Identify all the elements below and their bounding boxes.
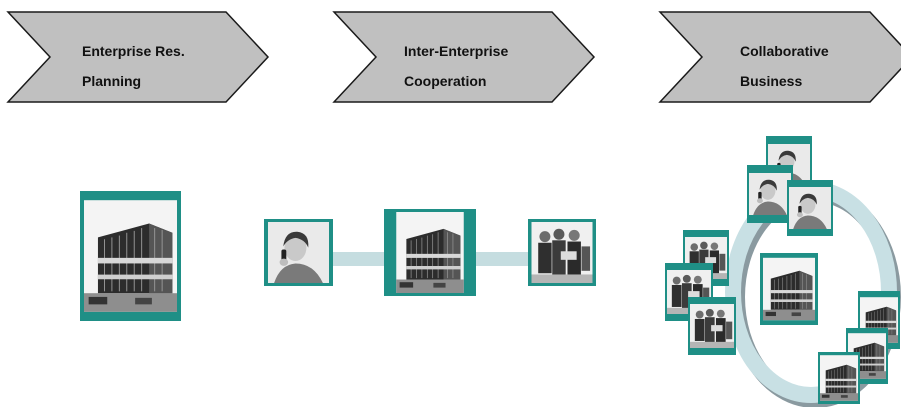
building-photo-icon [80, 191, 181, 321]
building-photo-icon [384, 209, 476, 296]
business-people-group-photo-icon [528, 219, 596, 286]
stage-label-line1: Inter-Enterprise [404, 43, 509, 59]
building-photo-icon [818, 352, 860, 404]
stage-label-line2: Cooperation [404, 73, 487, 89]
stage-label-collaborative: Collaborative Business [740, 43, 829, 90]
person-on-phone-photo-icon [264, 219, 333, 286]
chevron-stage-collaborative [658, 11, 901, 103]
business-people-group-photo-icon [688, 297, 736, 355]
connector-bar-left [332, 252, 386, 266]
building-photo-icon [760, 253, 818, 325]
chevron-stage-inter-enterprise [332, 11, 596, 103]
stage-label-erp: Enterprise Res. Planning [82, 43, 185, 90]
person-on-phone-photo-icon [747, 165, 793, 223]
person-on-phone-photo-icon [787, 180, 833, 236]
stage-label-inter-enterprise: Inter-Enterprise Cooperation [404, 43, 508, 90]
stage-label-line2: Planning [82, 73, 142, 89]
stage-label-line1: Enterprise Res. [82, 43, 185, 59]
stage-label-line2: Business [740, 73, 803, 89]
connector-bar-right [475, 252, 529, 266]
chevron-stage-erp [6, 11, 270, 103]
stage-label-line1: Collaborative [740, 43, 829, 59]
